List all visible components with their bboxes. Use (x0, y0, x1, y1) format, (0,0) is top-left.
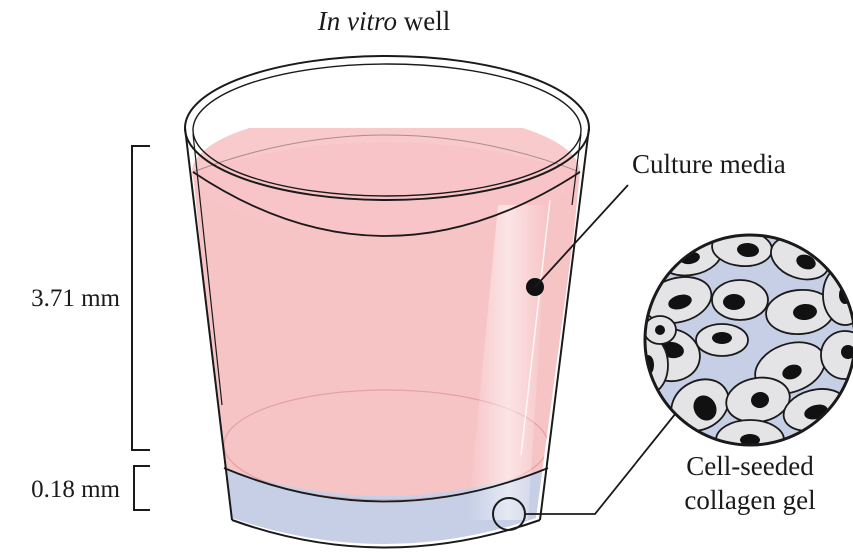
title-rest: well (397, 6, 450, 36)
culture-media-label: Culture media (632, 149, 786, 179)
cell-nucleus (723, 294, 745, 310)
cell-nucleus (712, 332, 732, 344)
media-height-label: 3.71 mm (31, 285, 120, 312)
diagram-title: In vitro well (317, 6, 450, 36)
title-italic: In vitro (317, 6, 397, 36)
gel-height-dimension: 0.18 mm (31, 466, 150, 510)
cell-nucleus (655, 325, 665, 335)
media-height-dimension: 3.71 mm (31, 146, 150, 450)
gel-height-label: 0.18 mm (31, 476, 120, 503)
cup (185, 56, 589, 548)
gel-label-line2: collagen gel (684, 485, 815, 515)
gel-label-line1: Cell-seeded (686, 451, 814, 481)
